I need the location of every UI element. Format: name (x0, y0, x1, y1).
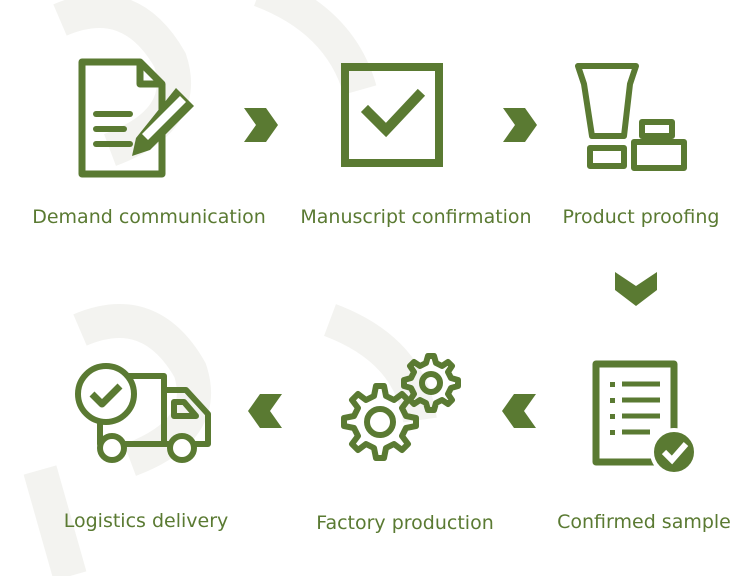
arrow-left-icon (502, 394, 536, 428)
arrow-right-icon (244, 108, 278, 142)
document-pencil-icon (78, 58, 194, 178)
step-label-factory-production: Factory production (316, 512, 494, 534)
step-label-logistics-delivery: Logistics delivery (63, 510, 229, 532)
arrow-right-icon (503, 108, 537, 142)
gears-icon (341, 353, 461, 461)
arrow-left-icon (248, 394, 282, 428)
step-label-product-proofing: Product proofing (562, 206, 720, 228)
arrow-down-icon (615, 272, 657, 306)
step-label-demand-communication: Demand communication (32, 206, 266, 228)
proofing-samples-icon (575, 63, 687, 171)
delivery-truck-icon (75, 363, 211, 463)
step-label-manuscript-confirmation: Manuscript confirmation (300, 206, 532, 228)
checklist-badge-icon (592, 360, 698, 476)
checkbox-icon (341, 63, 443, 167)
step-label-confirmed-sample: Confirmed sample (557, 511, 731, 533)
